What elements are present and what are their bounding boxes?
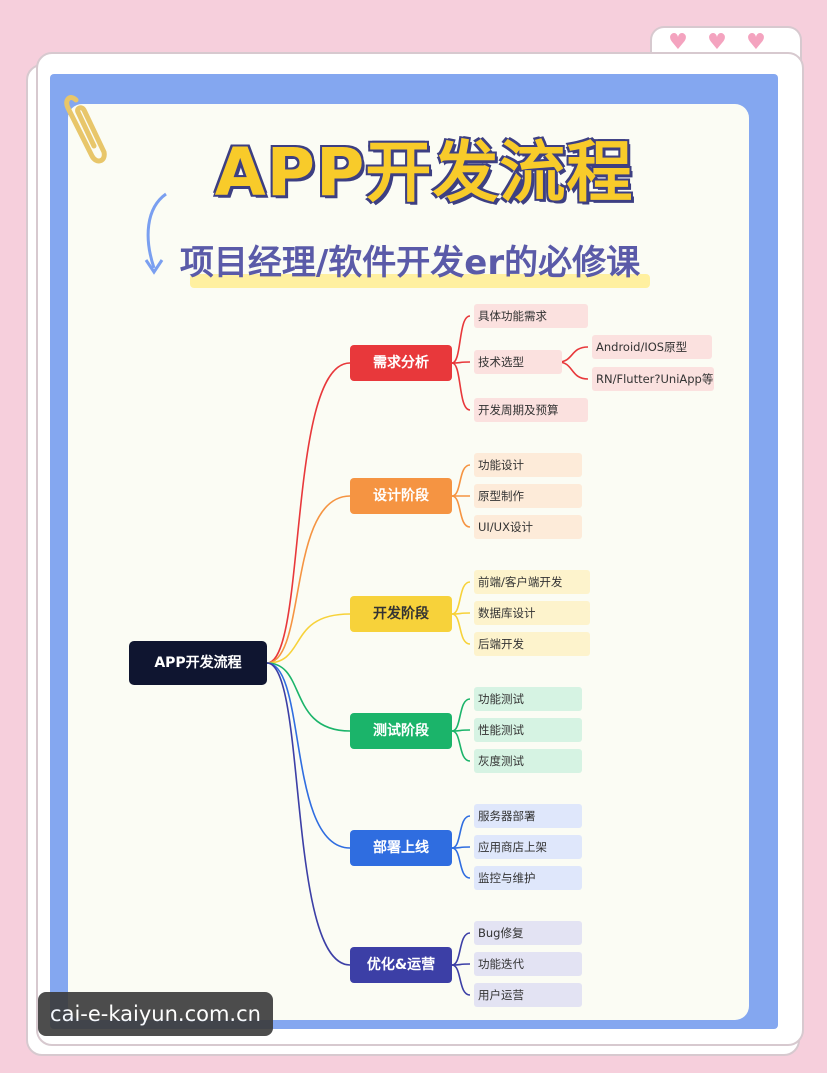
heart-icon: ♥ — [707, 30, 727, 55]
subleaf-node: RN/Flutter?UniApp等 — [592, 367, 714, 391]
stage-node: 设计阶段 — [350, 478, 452, 514]
root-to-stage-connector — [266, 662, 351, 732]
stage-node: 需求分析 — [350, 345, 452, 381]
stage-to-leaf-connector — [451, 730, 471, 762]
heart-icon: ♥ — [668, 30, 688, 55]
leaf-to-subleaf-connector — [557, 346, 589, 363]
leaf-node: 前端/客户端开发 — [474, 570, 590, 594]
root-to-stage-connector — [266, 613, 351, 664]
leaf-node: Bug修复 — [474, 921, 582, 945]
stage-node: 部署上线 — [350, 830, 452, 866]
leaf-node: 技术选型 — [474, 350, 562, 374]
stage-to-leaf-connector — [451, 495, 471, 528]
leaf-node: 监控与维护 — [474, 866, 582, 890]
stage-to-leaf-connector — [451, 581, 471, 615]
leaf-node: 用户运营 — [474, 983, 582, 1007]
paperclip-icon — [64, 95, 107, 164]
leaf-node: 具体功能需求 — [474, 304, 588, 328]
stage-to-leaf-connector — [451, 698, 471, 732]
stage-node: 测试阶段 — [350, 713, 452, 749]
stage-to-leaf-connector — [451, 932, 471, 966]
root-to-stage-connector — [266, 662, 351, 849]
leaf-node: 灰度测试 — [474, 749, 582, 773]
mindmap-root: APP开发流程 — [129, 641, 267, 685]
page-title: APP开发流程 — [214, 134, 634, 211]
stage-node: 优化&运营 — [350, 947, 452, 983]
leaf-node: 后端开发 — [474, 632, 590, 656]
subtitle-highlight — [190, 274, 650, 288]
stage-to-leaf-connector — [451, 847, 471, 879]
page-subtitle: 项目经理/软件开发er的必修课 — [179, 243, 641, 283]
stage-to-leaf-connector — [451, 964, 471, 996]
leaf-node: 功能迭代 — [474, 952, 582, 976]
paper-sheet — [68, 104, 749, 1020]
leaf-node: 性能测试 — [474, 718, 582, 742]
leaf-node: 应用商店上架 — [474, 835, 582, 859]
leaf-node: 开发周期及预算 — [474, 398, 588, 422]
stage-to-leaf-connector — [451, 464, 471, 497]
leaf-node: 功能设计 — [474, 453, 582, 477]
stage-to-leaf-connector — [451, 315, 471, 364]
subleaf-node: Android/IOS原型 — [592, 335, 712, 359]
stage-to-leaf-connector — [451, 613, 471, 645]
curved-arrow-icon — [144, 192, 167, 275]
leaf-node: UI/UX设计 — [474, 515, 582, 539]
leaf-to-subleaf-connector — [557, 361, 589, 380]
stage-node: 开发阶段 — [350, 596, 452, 632]
watermark: cai-e-kaiyun.com.cn — [38, 992, 273, 1036]
heart-icon: ♥ — [746, 30, 766, 55]
leaf-node: 数据库设计 — [474, 601, 590, 625]
leaf-node: 服务器部署 — [474, 804, 582, 828]
stage-to-leaf-connector — [451, 815, 471, 849]
leaf-node: 原型制作 — [474, 484, 582, 508]
root-to-stage-connector — [266, 662, 351, 966]
root-to-stage-connector — [266, 495, 351, 664]
leaf-node: 功能测试 — [474, 687, 582, 711]
subtitle-block: 项目经理/软件开发er的必修课 — [160, 240, 660, 290]
stage-to-leaf-connector — [451, 362, 471, 411]
root-to-stage-connector — [266, 362, 351, 664]
